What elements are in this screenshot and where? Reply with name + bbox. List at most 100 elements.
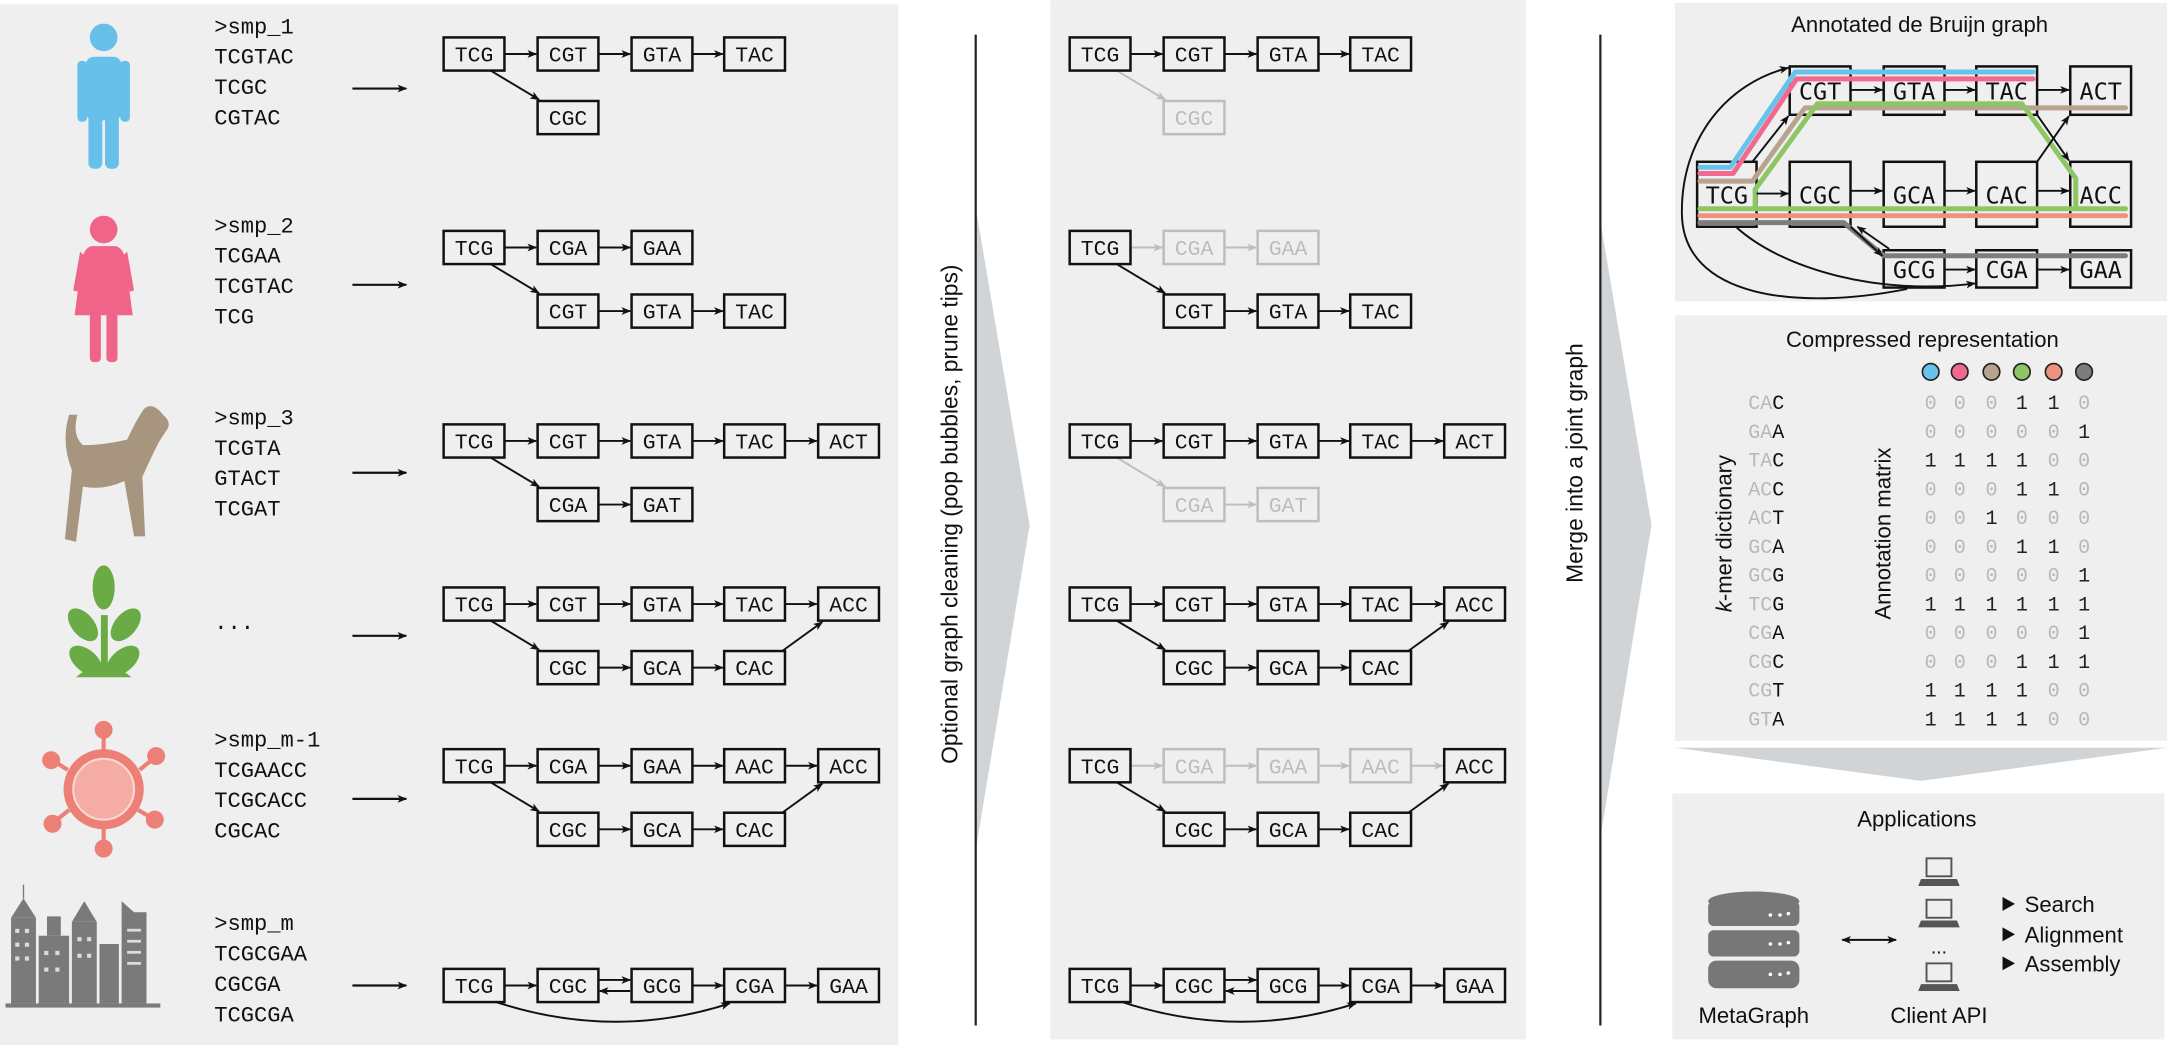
kmer-entry: ACC xyxy=(1748,479,1784,502)
kmer-node: CGA xyxy=(1162,486,1226,523)
kmer-last-char: T xyxy=(1772,508,1784,531)
kmer-node-label: ACC xyxy=(829,595,868,619)
kmer-prefix: GC xyxy=(1748,537,1772,560)
kmer-node-box xyxy=(630,586,694,622)
matrix-cell: 1 xyxy=(2016,393,2028,416)
compressed-title: Compressed representation xyxy=(1786,327,2059,352)
kmer-node: TCG xyxy=(442,229,506,266)
city-icon xyxy=(5,884,161,1008)
kmer-node-box xyxy=(1162,486,1226,523)
graph-edge xyxy=(1116,619,1166,651)
node-gcg: GCG xyxy=(1893,256,1935,284)
kmer-node: GTA xyxy=(630,423,694,459)
kmer-node: ACT xyxy=(1442,423,1507,459)
kmer-entry: TAC xyxy=(1748,451,1784,474)
kmer-node: TCG xyxy=(442,423,506,459)
kmer-node-box xyxy=(1442,586,1507,622)
kmer-node-label: TAC xyxy=(735,595,774,619)
kmer-prefix: GA xyxy=(1748,422,1772,445)
kmer-node-label: GCA xyxy=(1269,820,1308,844)
kmer-node-box xyxy=(1162,967,1226,1004)
use-assembly: Assembly xyxy=(2025,952,2122,977)
kmer-node-label: TCG xyxy=(1081,976,1120,1000)
kmer-node-label: GTA xyxy=(643,432,682,456)
kmer-node: GAA xyxy=(630,229,694,266)
kmer-node-label: CAC xyxy=(735,820,774,844)
merge-step-label: Merge into a joint graph xyxy=(1561,343,1587,583)
sample-path-3 xyxy=(1697,105,2129,184)
kmer-node: TAC xyxy=(1348,586,1413,622)
kmer-node-box xyxy=(722,811,787,848)
kmer-node-box xyxy=(1348,649,1413,686)
sample-color-dot xyxy=(2012,362,2032,381)
kmer-node: GAA xyxy=(630,747,694,784)
kmer-last-char: A xyxy=(1772,709,1784,732)
kmer-node-box xyxy=(442,423,506,459)
matrix-cell: 1 xyxy=(2048,393,2060,416)
kmer-node: GTA xyxy=(630,36,694,72)
matrix-cell: 1 xyxy=(2016,681,2028,704)
matrix-cell: 0 xyxy=(2048,508,2060,531)
virus-icon xyxy=(42,720,166,858)
kmer-node-box xyxy=(536,99,600,136)
matrix-cell: 0 xyxy=(1985,479,1997,502)
kmer-entry: CGT xyxy=(1748,681,1784,704)
kmer-node-box xyxy=(536,423,600,459)
kmer-node-box xyxy=(536,811,600,848)
matrix-cell: 0 xyxy=(1954,566,1966,589)
matrix-cell: 1 xyxy=(2016,652,2028,675)
kmer-node-label: TAC xyxy=(735,432,774,456)
kmer-node-label: CGA xyxy=(549,238,588,262)
applications-chevron xyxy=(1675,747,2167,781)
kmer-node-box xyxy=(1348,423,1413,459)
kmer-node: CGC xyxy=(1162,649,1226,686)
kmer-node-label: TCG xyxy=(1081,238,1120,262)
kmer-node: TCG xyxy=(1068,967,1132,1004)
kmer-node: CGA xyxy=(536,486,600,523)
matrix-cell: 1 xyxy=(1925,709,1937,732)
kmer-node: CGC xyxy=(536,649,600,686)
kmer-node-label: CGT xyxy=(1175,45,1214,69)
graph-edge xyxy=(490,69,540,101)
matrix-cell: 0 xyxy=(1925,566,1937,589)
matrix-cell: 0 xyxy=(2048,422,2060,445)
metagraph-label: MetaGraph xyxy=(1698,1003,1809,1028)
sample-read: CGTAC xyxy=(214,106,280,131)
kmer-node-box xyxy=(1256,229,1320,266)
kmer-node: CAC xyxy=(722,811,787,848)
matrix-cell: 0 xyxy=(1985,566,1997,589)
kmer-node-box xyxy=(1256,423,1320,459)
kmer-node-box xyxy=(630,423,694,459)
annotation-matrix-label: Annotation matrix xyxy=(1871,448,1896,620)
matrix-cell: 0 xyxy=(1985,652,1997,675)
kmer-node-box xyxy=(1442,967,1507,1004)
kmer-node-label: TAC xyxy=(1361,432,1400,456)
kmer-node: CGC xyxy=(1162,967,1226,1004)
compressed-panel xyxy=(1675,315,2167,741)
matrix-cell: 1 xyxy=(1985,508,1997,531)
matrix-cell: 1 xyxy=(1925,594,1937,617)
sample-header: >smp_m xyxy=(214,912,294,937)
kmer-node: GCA xyxy=(630,649,694,686)
kmer-node-box xyxy=(1162,293,1226,329)
matrix-cell: 1 xyxy=(2016,594,2028,617)
kmer-node-label: ACT xyxy=(1455,432,1494,456)
kmer-node-box xyxy=(1442,747,1507,784)
kmer-node: TAC xyxy=(722,36,787,72)
kmer-node-label: GAT xyxy=(1269,495,1308,519)
matrix-cell: 0 xyxy=(1925,623,1937,646)
sample-reads: >smp_1TCGTACTCGCCGTAC>smp_2TCGAATCGTACTC… xyxy=(214,15,320,1028)
laptop-icon xyxy=(1918,857,1960,886)
kmer-node-box xyxy=(1256,486,1320,523)
matrix-cell: 1 xyxy=(1925,451,1937,474)
kmer-node-label: GAA xyxy=(643,756,682,780)
laptop-icon xyxy=(1918,962,1960,992)
kmer-last-char: A xyxy=(1772,623,1784,646)
kmer-node-label: CGT xyxy=(1175,302,1214,326)
kmer-node-label: CGC xyxy=(1175,976,1214,1000)
